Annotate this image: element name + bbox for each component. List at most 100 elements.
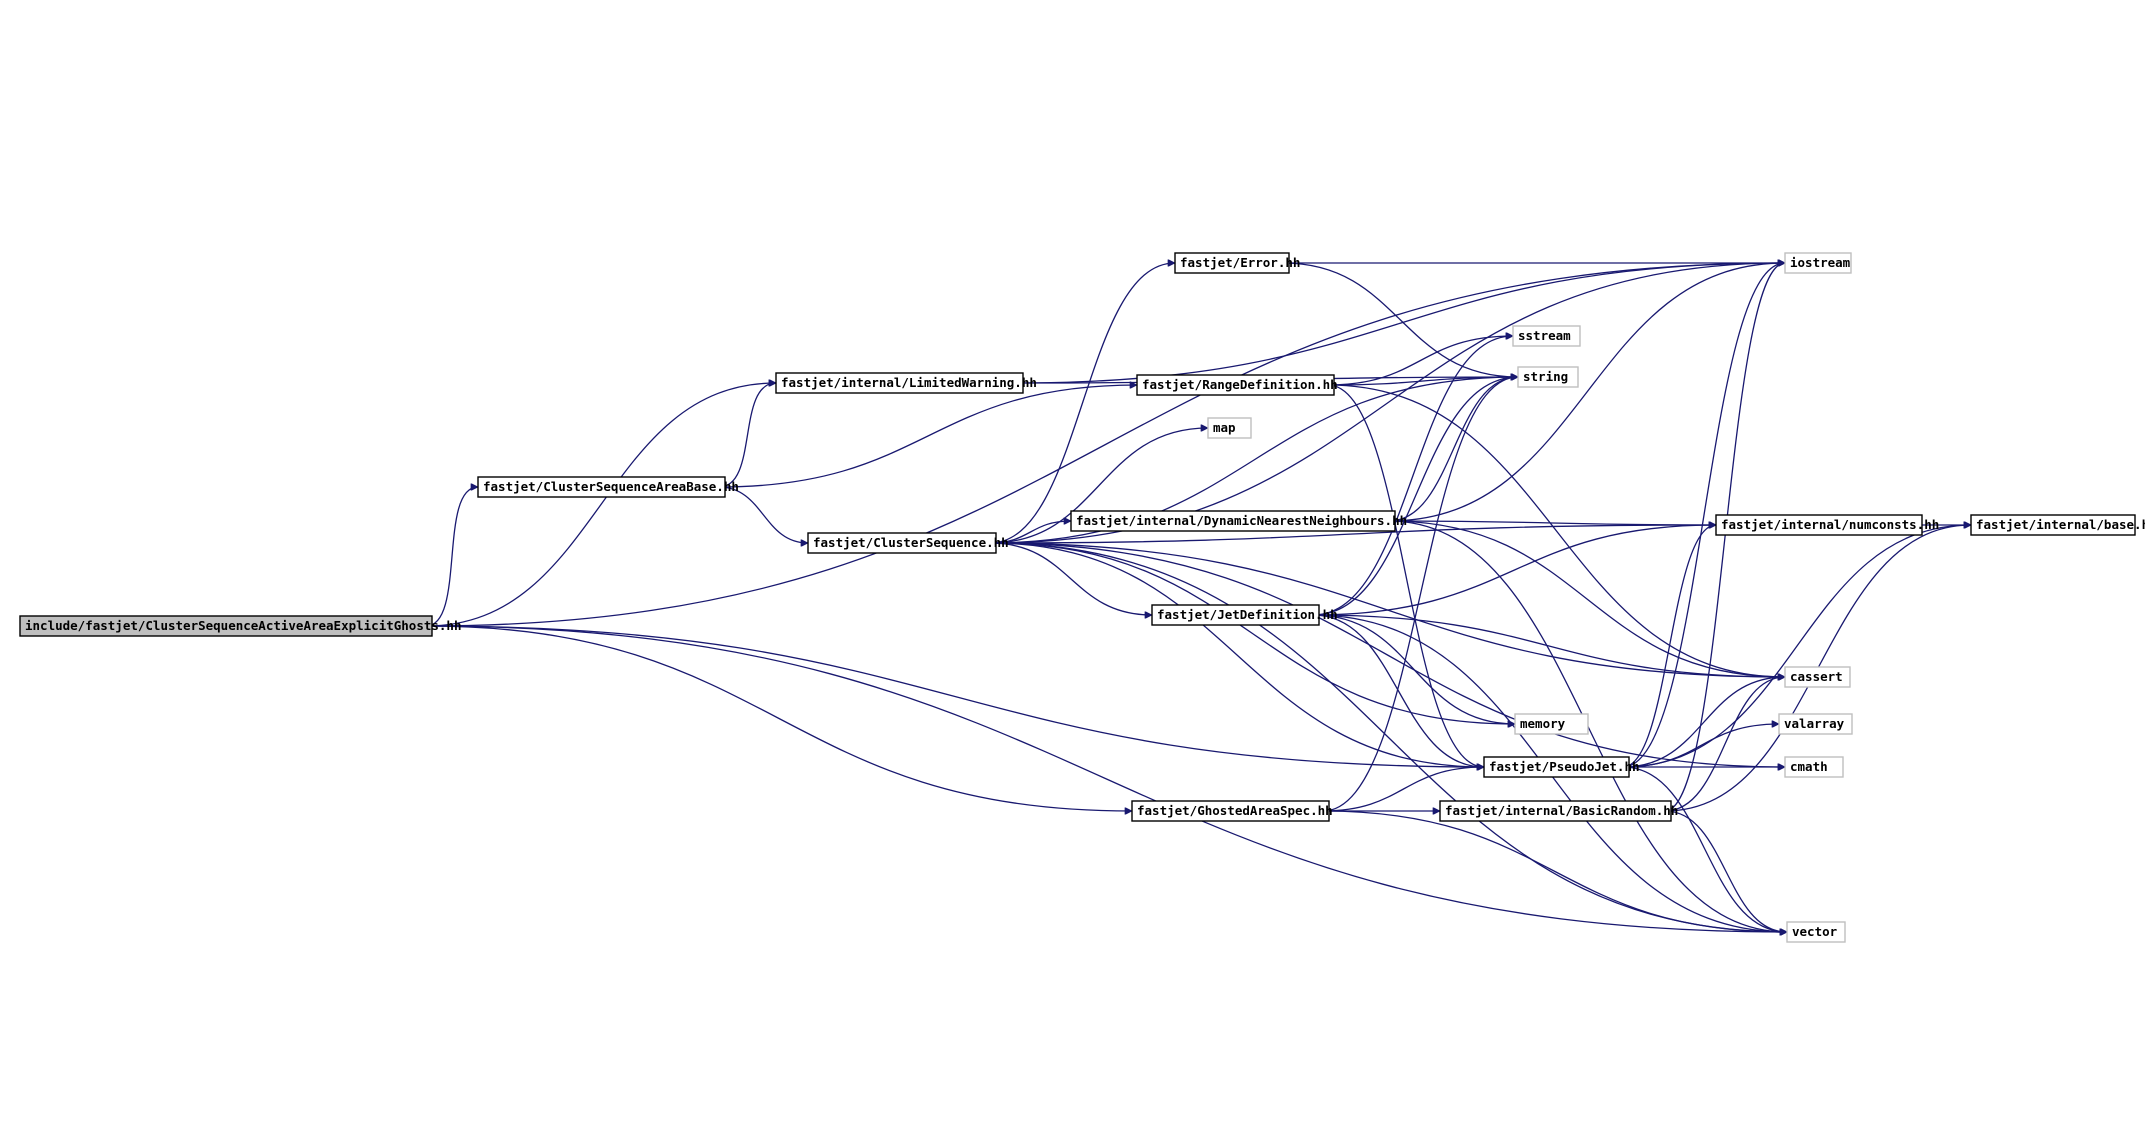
edge-root-to-pj <box>425 625 1484 767</box>
node-valarray: valarray <box>1778 713 1853 735</box>
node-box-cmath <box>1784 756 1844 778</box>
node-cs[interactable]: fastjet/ClusterSequence.hh <box>807 532 1009 554</box>
edge-gas-to-string <box>1322 377 1518 812</box>
node-label-base: fastjet/internal/base.hh <box>1976 517 2145 532</box>
node-label-sstream: sstream <box>1518 328 1571 343</box>
node-box-iostream <box>1784 252 1852 274</box>
edge-jd-to-string <box>1312 377 1518 616</box>
node-map: map <box>1207 417 1252 439</box>
node-box-jd <box>1151 604 1320 626</box>
node-box-vector <box>1786 921 1846 943</box>
edge-err-to-string <box>1282 262 1518 377</box>
node-box-string <box>1517 366 1579 388</box>
node-label-vector: vector <box>1792 924 1838 939</box>
edge-csab-to-cs <box>718 486 808 543</box>
node-label-root: include/fastjet/ClusterSequenceActiveAre… <box>25 618 462 633</box>
edge-dnn-to-nc <box>1388 520 1716 525</box>
node-box-cassert <box>1784 666 1851 688</box>
edge-dnn-to-iostream <box>1388 263 1785 522</box>
node-label-rd: fastjet/RangeDefinition.hh <box>1142 377 1338 392</box>
node-box-nc <box>1715 514 1923 536</box>
node-box-err <box>1174 252 1290 274</box>
node-box-sstream <box>1512 325 1581 347</box>
node-csab[interactable]: fastjet/ClusterSequenceAreaBase.hh <box>477 476 739 498</box>
edge-csab-to-lw <box>718 383 776 488</box>
edge-pj-to-vector <box>1622 766 1787 932</box>
node-jd[interactable]: fastjet/JetDefinition.hh <box>1151 604 1338 626</box>
node-vector: vector <box>1786 921 1846 943</box>
edge-jd-to-nc <box>1312 525 1716 616</box>
node-sstream: sstream <box>1512 325 1581 347</box>
node-box-root <box>19 615 433 637</box>
node-box-valarray <box>1778 713 1853 735</box>
edge-csab-to-rd <box>718 385 1137 488</box>
edge-gas-to-vector <box>1322 810 1787 932</box>
node-br[interactable]: fastjet/internal/BasicRandom.hh <box>1439 800 1678 822</box>
node-box-gas <box>1131 800 1330 822</box>
node-label-csab: fastjet/ClusterSequenceAreaBase.hh <box>483 479 739 494</box>
node-label-jd: fastjet/JetDefinition.hh <box>1157 607 1338 622</box>
edge-cs-to-cmath <box>989 542 1785 767</box>
node-label-map: map <box>1213 420 1236 435</box>
node-box-cs <box>807 532 997 554</box>
edge-cs-to-jd <box>989 542 1152 615</box>
node-box-lw <box>775 372 1024 394</box>
edge-jd-to-memory <box>1312 614 1515 724</box>
node-layer: include/fastjet/ClusterSequenceActiveAre… <box>19 252 2145 943</box>
node-box-map <box>1207 417 1252 439</box>
edge-cs-to-map <box>989 428 1208 544</box>
node-string: string <box>1517 366 1579 388</box>
node-label-dnn: fastjet/internal/DynamicNearestNeighbour… <box>1076 513 1407 528</box>
edge-dnn-to-string <box>1388 377 1518 522</box>
edge-cs-to-err <box>989 263 1175 544</box>
edge-root-to-csab <box>425 487 478 627</box>
edge-pj-to-valarray <box>1622 724 1779 768</box>
node-base[interactable]: fastjet/internal/base.hh <box>1970 514 2145 536</box>
node-pj[interactable]: fastjet/PseudoJet.hh <box>1483 756 1640 778</box>
edge-cs-to-memory <box>989 542 1515 724</box>
node-label-cs: fastjet/ClusterSequence.hh <box>813 535 1009 550</box>
edge-rd-to-sstream <box>1327 336 1513 386</box>
edge-root-to-gas <box>425 625 1132 811</box>
node-cmath: cmath <box>1784 756 1844 778</box>
edge-pj-to-base <box>1622 525 1971 768</box>
edge-cs-to-dnn <box>989 521 1071 544</box>
edge-pj-to-nc <box>1622 525 1716 768</box>
node-root[interactable]: include/fastjet/ClusterSequenceActiveAre… <box>19 615 462 637</box>
node-box-memory <box>1514 713 1589 735</box>
node-box-csab <box>477 476 726 498</box>
edge-gas-to-pj <box>1322 767 1484 812</box>
edge-pj-to-cassert <box>1622 677 1785 768</box>
node-gas[interactable]: fastjet/GhostedAreaSpec.hh <box>1131 800 1333 822</box>
node-label-valarray: valarray <box>1784 716 1845 731</box>
node-label-memory: memory <box>1520 716 1566 731</box>
edge-root-to-iostream <box>425 263 1785 627</box>
edge-jd-to-cassert <box>1312 614 1785 677</box>
edge-root-to-vector <box>425 625 1787 932</box>
edge-cs-to-nc <box>989 525 1716 544</box>
edge-pj-to-iostream <box>1622 263 1785 768</box>
node-label-cassert: cassert <box>1790 669 1843 684</box>
node-box-dnn <box>1070 510 1396 532</box>
node-nc[interactable]: fastjet/internal/numconsts.hh <box>1715 514 1939 536</box>
node-label-br: fastjet/internal/BasicRandom.hh <box>1445 803 1678 818</box>
node-label-pj: fastjet/PseudoJet.hh <box>1489 759 1640 774</box>
node-lw[interactable]: fastjet/internal/LimitedWarning.hh <box>775 372 1037 394</box>
node-label-gas: fastjet/GhostedAreaSpec.hh <box>1137 803 1333 818</box>
edge-jd-to-pj <box>1312 614 1484 767</box>
node-rd[interactable]: fastjet/RangeDefinition.hh <box>1136 374 1338 396</box>
edge-br-to-cassert <box>1664 677 1785 812</box>
node-err[interactable]: fastjet/Error.hh <box>1174 252 1300 274</box>
node-label-iostream: iostream <box>1790 255 1851 270</box>
node-dnn[interactable]: fastjet/internal/DynamicNearestNeighbour… <box>1070 510 1407 532</box>
node-box-base <box>1970 514 2136 536</box>
node-label-err: fastjet/Error.hh <box>1180 255 1300 270</box>
edge-cs-to-string <box>989 377 1518 544</box>
edge-br-to-iostream <box>1664 263 1785 812</box>
edge-root-to-lw <box>425 383 776 627</box>
node-label-string: string <box>1523 369 1568 384</box>
edge-layer <box>425 262 1971 932</box>
node-iostream: iostream <box>1784 252 1852 274</box>
node-cassert: cassert <box>1784 666 1851 688</box>
node-box-br <box>1439 800 1672 822</box>
